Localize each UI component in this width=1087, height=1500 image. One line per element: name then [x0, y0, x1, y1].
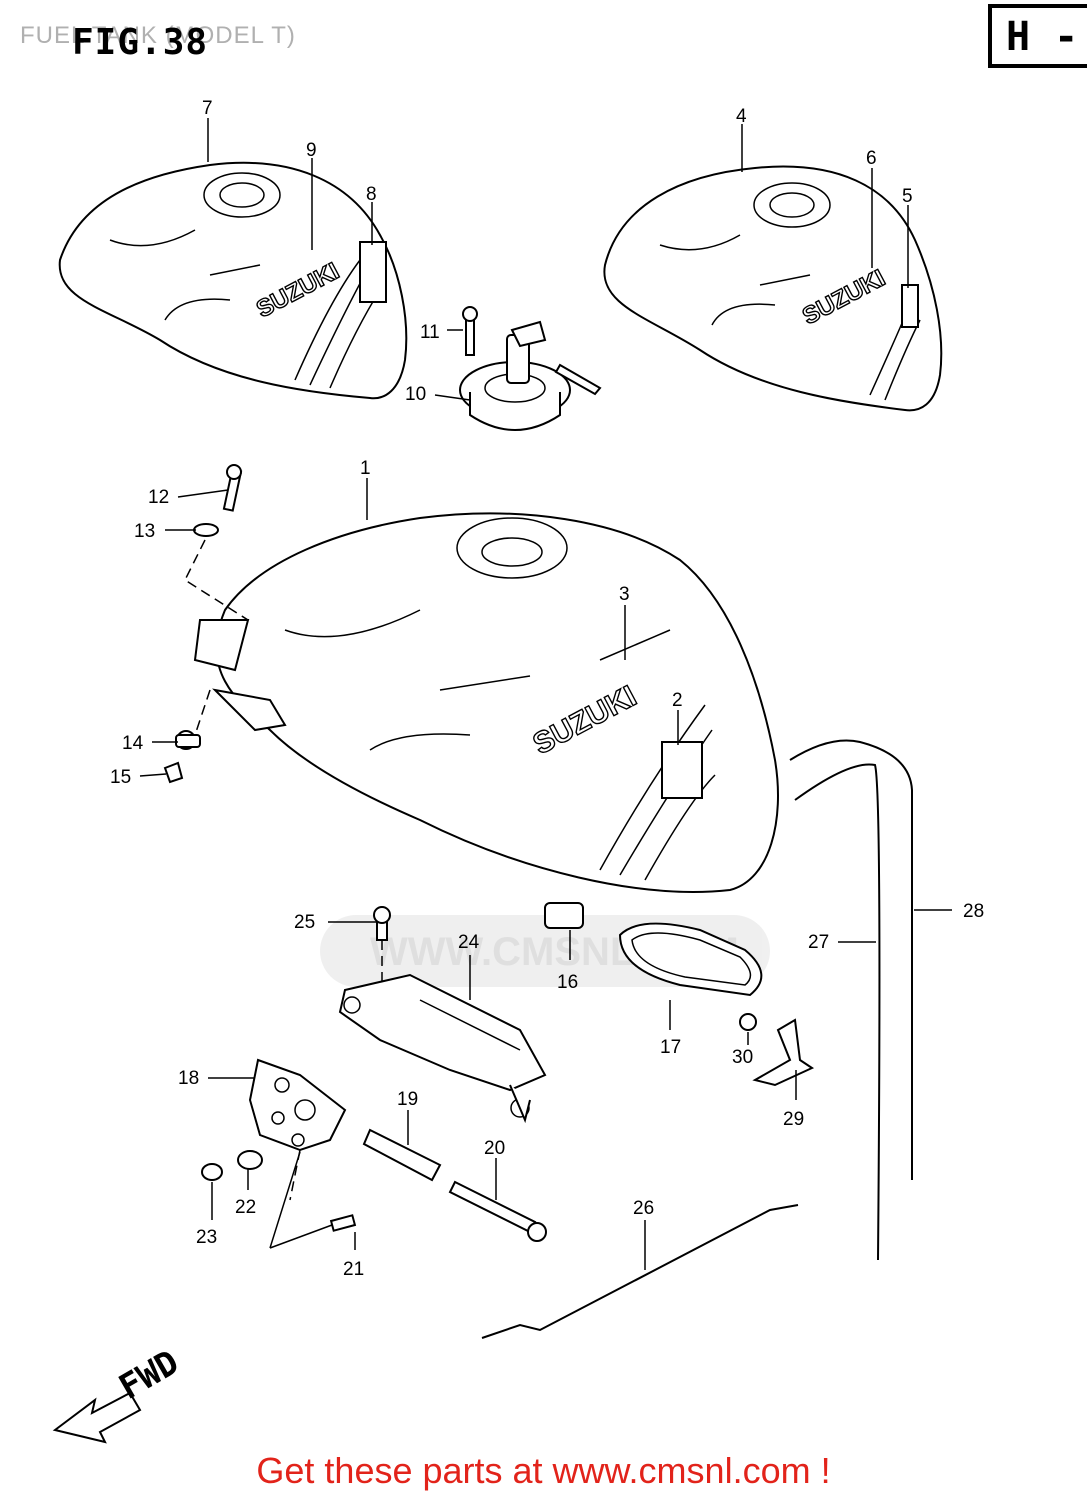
callout-2: 2: [672, 690, 683, 711]
callout-10: 10: [405, 384, 426, 405]
section-badge: H -: [988, 4, 1087, 68]
fuel-cap-assembly: [459, 306, 602, 431]
callout-29: 29: [783, 1109, 804, 1130]
hose-27: [794, 763, 881, 1261]
pipe-and-bolt: [362, 1128, 547, 1242]
callout-20: 20: [484, 1138, 505, 1159]
footer-promo[interactable]: Get these parts at www.cmsnl.com !: [256, 1450, 831, 1491]
callout-13: 13: [134, 521, 155, 542]
callout-15: 15: [110, 767, 131, 788]
callout-14: 14: [122, 733, 144, 754]
bracket-assembly: [338, 906, 547, 1124]
callout-23: 23: [196, 1227, 217, 1248]
callout-11: 11: [420, 322, 440, 343]
callout-12: 12: [148, 487, 169, 508]
callout-30: 30: [732, 1047, 753, 1068]
callout-5: 5: [902, 186, 913, 207]
callout-26: 26: [633, 1198, 654, 1219]
support-rod: [481, 1204, 799, 1339]
section-badge-label: H -: [1006, 14, 1079, 60]
callout-labels: 1 2 3 4 5 6 7 8 9 10 11 12 13 14 15 16 1…: [110, 98, 984, 1280]
rubber-and-gasket: [544, 902, 763, 997]
callout-16: 16: [557, 972, 578, 993]
tank-side-view-right: SUZUKI: [603, 165, 943, 412]
figure-number: FIG.38: [72, 22, 209, 63]
callout-21: 21: [343, 1259, 364, 1280]
fuel-tank-main: SUZUKI: [193, 512, 779, 893]
callout-17: 17: [660, 1037, 681, 1058]
clamp-and-bolt: [739, 1013, 815, 1087]
callout-7: 7: [202, 98, 213, 119]
page-title: FUEL TANK (MODEL T): [20, 22, 296, 49]
callout-1: 1: [360, 458, 371, 479]
callout-6: 6: [866, 148, 877, 169]
forward-arrow: FWD: [52, 1342, 186, 1444]
callout-27: 27: [808, 932, 829, 953]
hose-28: [789, 739, 913, 1180]
tank-side-view-left: SUZUKI: [58, 161, 408, 400]
callout-28: 28: [963, 901, 984, 922]
callout-3: 3: [619, 584, 630, 605]
callout-18: 18: [178, 1068, 199, 1089]
callout-4: 4: [736, 106, 747, 127]
callout-8: 8: [366, 184, 377, 205]
mount-plate: [201, 1058, 357, 1232]
callout-9: 9: [306, 140, 317, 161]
leader-lines: [139, 118, 952, 1270]
callout-25: 25: [294, 912, 315, 933]
callout-24: 24: [458, 932, 480, 953]
callout-19: 19: [397, 1089, 418, 1110]
callout-22: 22: [235, 1197, 256, 1218]
